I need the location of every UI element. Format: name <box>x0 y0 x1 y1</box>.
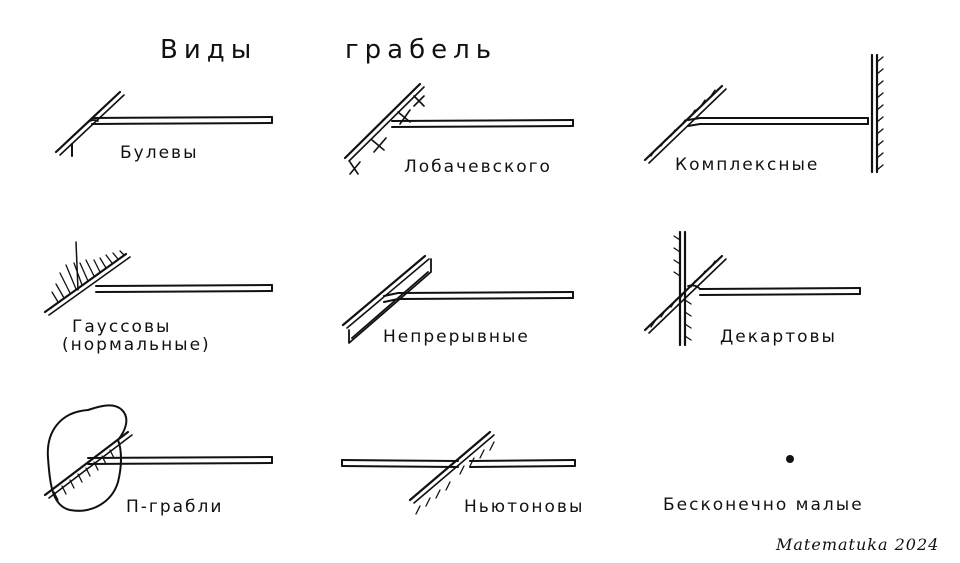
label-boolean: Булевы <box>120 143 199 163</box>
signature: Matematuka 2024 <box>775 535 939 554</box>
infinitesimal-rake-dot <box>786 455 794 463</box>
title-word-1: Виды <box>160 35 257 65</box>
complex-rake-drawing <box>643 53 884 174</box>
label-gaussian: Гауссовы <box>72 317 171 337</box>
newtonian-rake-drawing <box>341 430 576 515</box>
gaussian-rake-drawing <box>43 241 273 316</box>
label-infinitesimal: Бесконечно малые <box>663 495 864 515</box>
label-continuous: Непрерывные <box>383 327 530 347</box>
lobachevsky-rake-drawing <box>343 82 574 175</box>
label-lobachevsky: Лобачевского <box>404 157 552 177</box>
boolean-rake-drawing <box>54 90 273 157</box>
label-newtonian: Ньютоновы <box>464 497 584 517</box>
continuous-rake-drawing <box>341 254 574 344</box>
label-complex: Комплексные <box>675 155 819 175</box>
cartesian-rake-drawing <box>643 230 861 347</box>
label-pi: П-грабли <box>126 497 223 517</box>
label-gaussian-sub: (нормальные) <box>62 335 211 355</box>
label-cartesian: Декартовы <box>720 327 837 347</box>
pi-rake-drawing <box>43 404 273 512</box>
title-word-2: грабель <box>345 35 497 65</box>
